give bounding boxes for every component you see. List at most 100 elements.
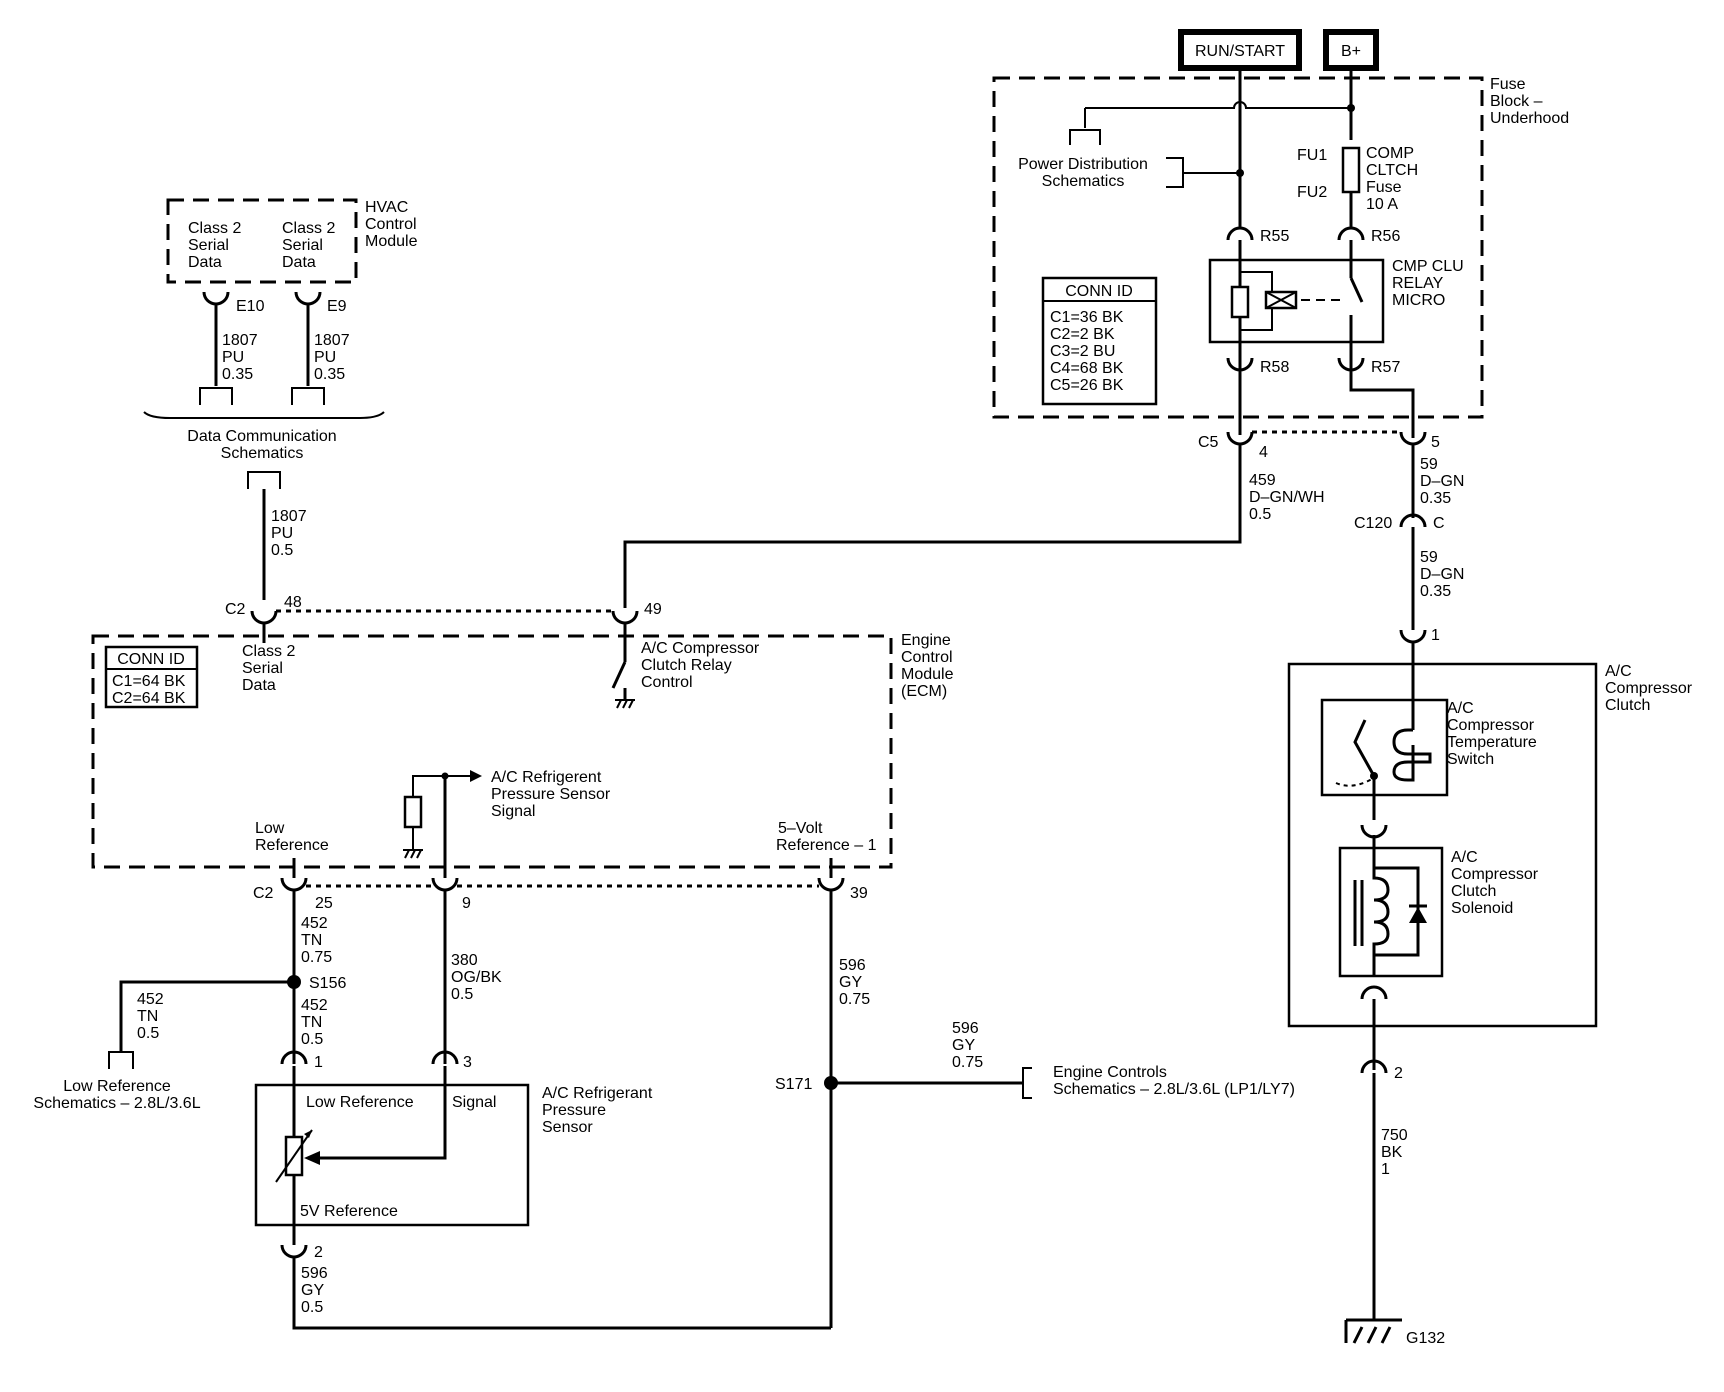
bimetal-element	[1392, 728, 1432, 782]
r56-connector	[1337, 226, 1365, 241]
svg-text:452: 452	[137, 991, 164, 1008]
temp-switch-contact	[1353, 719, 1376, 777]
svg-text:Serial: Serial	[188, 237, 229, 254]
comp-fuse-label: COMP CLTCH Fuse 10 A	[1366, 145, 1418, 213]
sensor-pin1-connector	[280, 1050, 308, 1065]
temp-switch-label: A/C Compressor Temperature Switch	[1447, 700, 1537, 768]
hvac-title: HVAC Control Module	[365, 199, 418, 250]
sensor-signal-wiper	[318, 1066, 447, 1160]
svg-text:Compressor: Compressor	[1447, 717, 1535, 734]
relay-coil-resistor	[1230, 285, 1250, 319]
wire-e10-label: 1807 PU 0.35	[222, 332, 258, 383]
svg-text:Fuse: Fuse	[1366, 179, 1402, 196]
svg-text:Serial: Serial	[282, 237, 323, 254]
svg-text:1807: 1807	[271, 508, 307, 525]
low-ref-schematics-label: Low Reference Schematics – 2.8L/3.6L	[33, 1078, 200, 1112]
svg-text:Control: Control	[365, 216, 417, 233]
svg-text:Solenoid: Solenoid	[1451, 900, 1513, 917]
svg-text:0.5: 0.5	[1249, 506, 1271, 523]
sensor-pin3-label: 3	[463, 1054, 472, 1071]
svg-text:D–GN: D–GN	[1420, 473, 1464, 490]
wire-452-branch	[119, 980, 294, 1052]
wire-59b-label: 59 D–GN 0.35	[1420, 549, 1464, 600]
pin9-label: 9	[462, 895, 471, 912]
wire-596b-label: 596 GY 0.75	[952, 1020, 983, 1071]
svg-text:380: 380	[451, 952, 478, 969]
svg-text:HVAC: HVAC	[365, 199, 408, 216]
svg-text:Control: Control	[901, 649, 953, 666]
wire-459-label: 459 D–GN/WH 0.5	[1249, 472, 1325, 523]
pressure-sensor-title: A/C Refrigerant Pressure Sensor	[542, 1085, 653, 1136]
wire-452c-label: 452 TN 0.5	[137, 991, 164, 1042]
relay-control-switch	[611, 661, 627, 689]
svg-text:A/C Refrigerant: A/C Refrigerant	[542, 1085, 653, 1102]
ecm-low-ref-label: Low Reference	[255, 820, 329, 854]
e9-label: E9	[327, 298, 347, 315]
svg-text:OG/BK: OG/BK	[451, 969, 502, 986]
svg-text:Power Distribution: Power Distribution	[1018, 156, 1148, 173]
svg-text:Signal: Signal	[491, 803, 535, 820]
fuse-block-outline	[992, 76, 1484, 419]
svg-text:TN: TN	[137, 1008, 158, 1025]
svg-text:59: 59	[1420, 456, 1438, 473]
svg-text:59: 59	[1420, 549, 1438, 566]
svg-text:Schematics – 2.8L/3.6L (LP1/LY: Schematics – 2.8L/3.6L (LP1/LY7)	[1053, 1081, 1295, 1098]
pot-variable-arrow	[275, 1129, 313, 1183]
r55-label: R55	[1260, 228, 1289, 245]
wire-750-label: 750 BK 1	[1381, 1127, 1408, 1178]
relay-control-label: A/C Compressor Clutch Relay Control	[641, 640, 760, 691]
svg-text:A/C Compressor: A/C Compressor	[641, 640, 760, 657]
svg-text:452: 452	[301, 915, 328, 932]
s156-label: S156	[309, 975, 346, 992]
fuse-conn-id: CONN ID C1=36 BK C2=2 BK C3=2 BU C4=68 B…	[1041, 276, 1158, 406]
bus-junction	[1347, 104, 1355, 112]
svg-text:0.35: 0.35	[1420, 490, 1451, 507]
svg-text:Block –: Block –	[1490, 93, 1543, 110]
r55-connector	[1226, 226, 1254, 241]
svg-text:CONN ID: CONN ID	[1065, 283, 1133, 300]
svg-text:Clutch: Clutch	[1605, 697, 1650, 714]
ecm-pullup-resistor	[403, 795, 423, 829]
svg-text:1807: 1807	[222, 332, 258, 349]
svg-text:D–GN: D–GN	[1420, 566, 1464, 583]
svg-text:Low: Low	[255, 820, 285, 837]
svg-text:0.35: 0.35	[1420, 583, 1451, 600]
relay-contact	[1349, 277, 1364, 303]
engine-controls-bracket	[1022, 1067, 1032, 1099]
svg-text:596: 596	[301, 1265, 328, 1282]
svg-text:Compressor: Compressor	[1605, 680, 1693, 697]
s171-label: S171	[775, 1076, 812, 1093]
svg-text:BK: BK	[1381, 1144, 1403, 1161]
wire-1807-ecm-label: 1807 PU 0.5	[271, 508, 307, 559]
sensor-pin2-connector	[280, 1244, 308, 1259]
power-dist-bracket	[1166, 157, 1240, 188]
b-plus-label: B+	[1341, 43, 1361, 60]
svg-text:Class 2: Class 2	[188, 220, 241, 237]
c2-pin49-connector	[611, 610, 639, 625]
wire-380-label: 380 OG/BK 0.5	[451, 952, 502, 1003]
sensor-5v-label: 5V Reference	[300, 1203, 398, 1220]
compressor-clutch-title: A/C Compressor Clutch	[1605, 663, 1693, 714]
svg-text:Underhood: Underhood	[1490, 110, 1569, 127]
svg-text:Low Reference: Low Reference	[63, 1078, 171, 1095]
c5-pin4-label: 4	[1259, 444, 1268, 461]
ecm-title: Engine Control Module (ECM)	[901, 632, 954, 700]
svg-text:459: 459	[1249, 472, 1276, 489]
c2-bottom-label: C2	[253, 885, 274, 902]
svg-text:Engine: Engine	[901, 632, 951, 649]
svg-text:C1=64 BK: C1=64 BK	[112, 673, 186, 690]
pin25-label: 25	[315, 895, 333, 912]
clutch-pin2-label: 2	[1394, 1065, 1403, 1082]
fu1-label: FU1	[1297, 147, 1327, 164]
svg-text:C3=2 BU: C3=2 BU	[1050, 343, 1115, 360]
svg-text:10 A: 10 A	[1366, 196, 1398, 213]
ecm-conn-id: CONN ID C1=64 BK C2=64 BK	[104, 645, 199, 709]
svg-text:C2=2 BK: C2=2 BK	[1050, 326, 1115, 343]
r56-label: R56	[1371, 228, 1400, 245]
hvac-module-outline	[166, 198, 358, 284]
svg-text:A/C: A/C	[1451, 849, 1478, 866]
wiper-arrow-icon	[304, 1151, 320, 1165]
svg-text:5–Volt: 5–Volt	[778, 820, 823, 837]
svg-text:Reference – 1: Reference – 1	[776, 837, 877, 854]
power-dist-label: Power Distribution Schematics	[1018, 156, 1148, 190]
